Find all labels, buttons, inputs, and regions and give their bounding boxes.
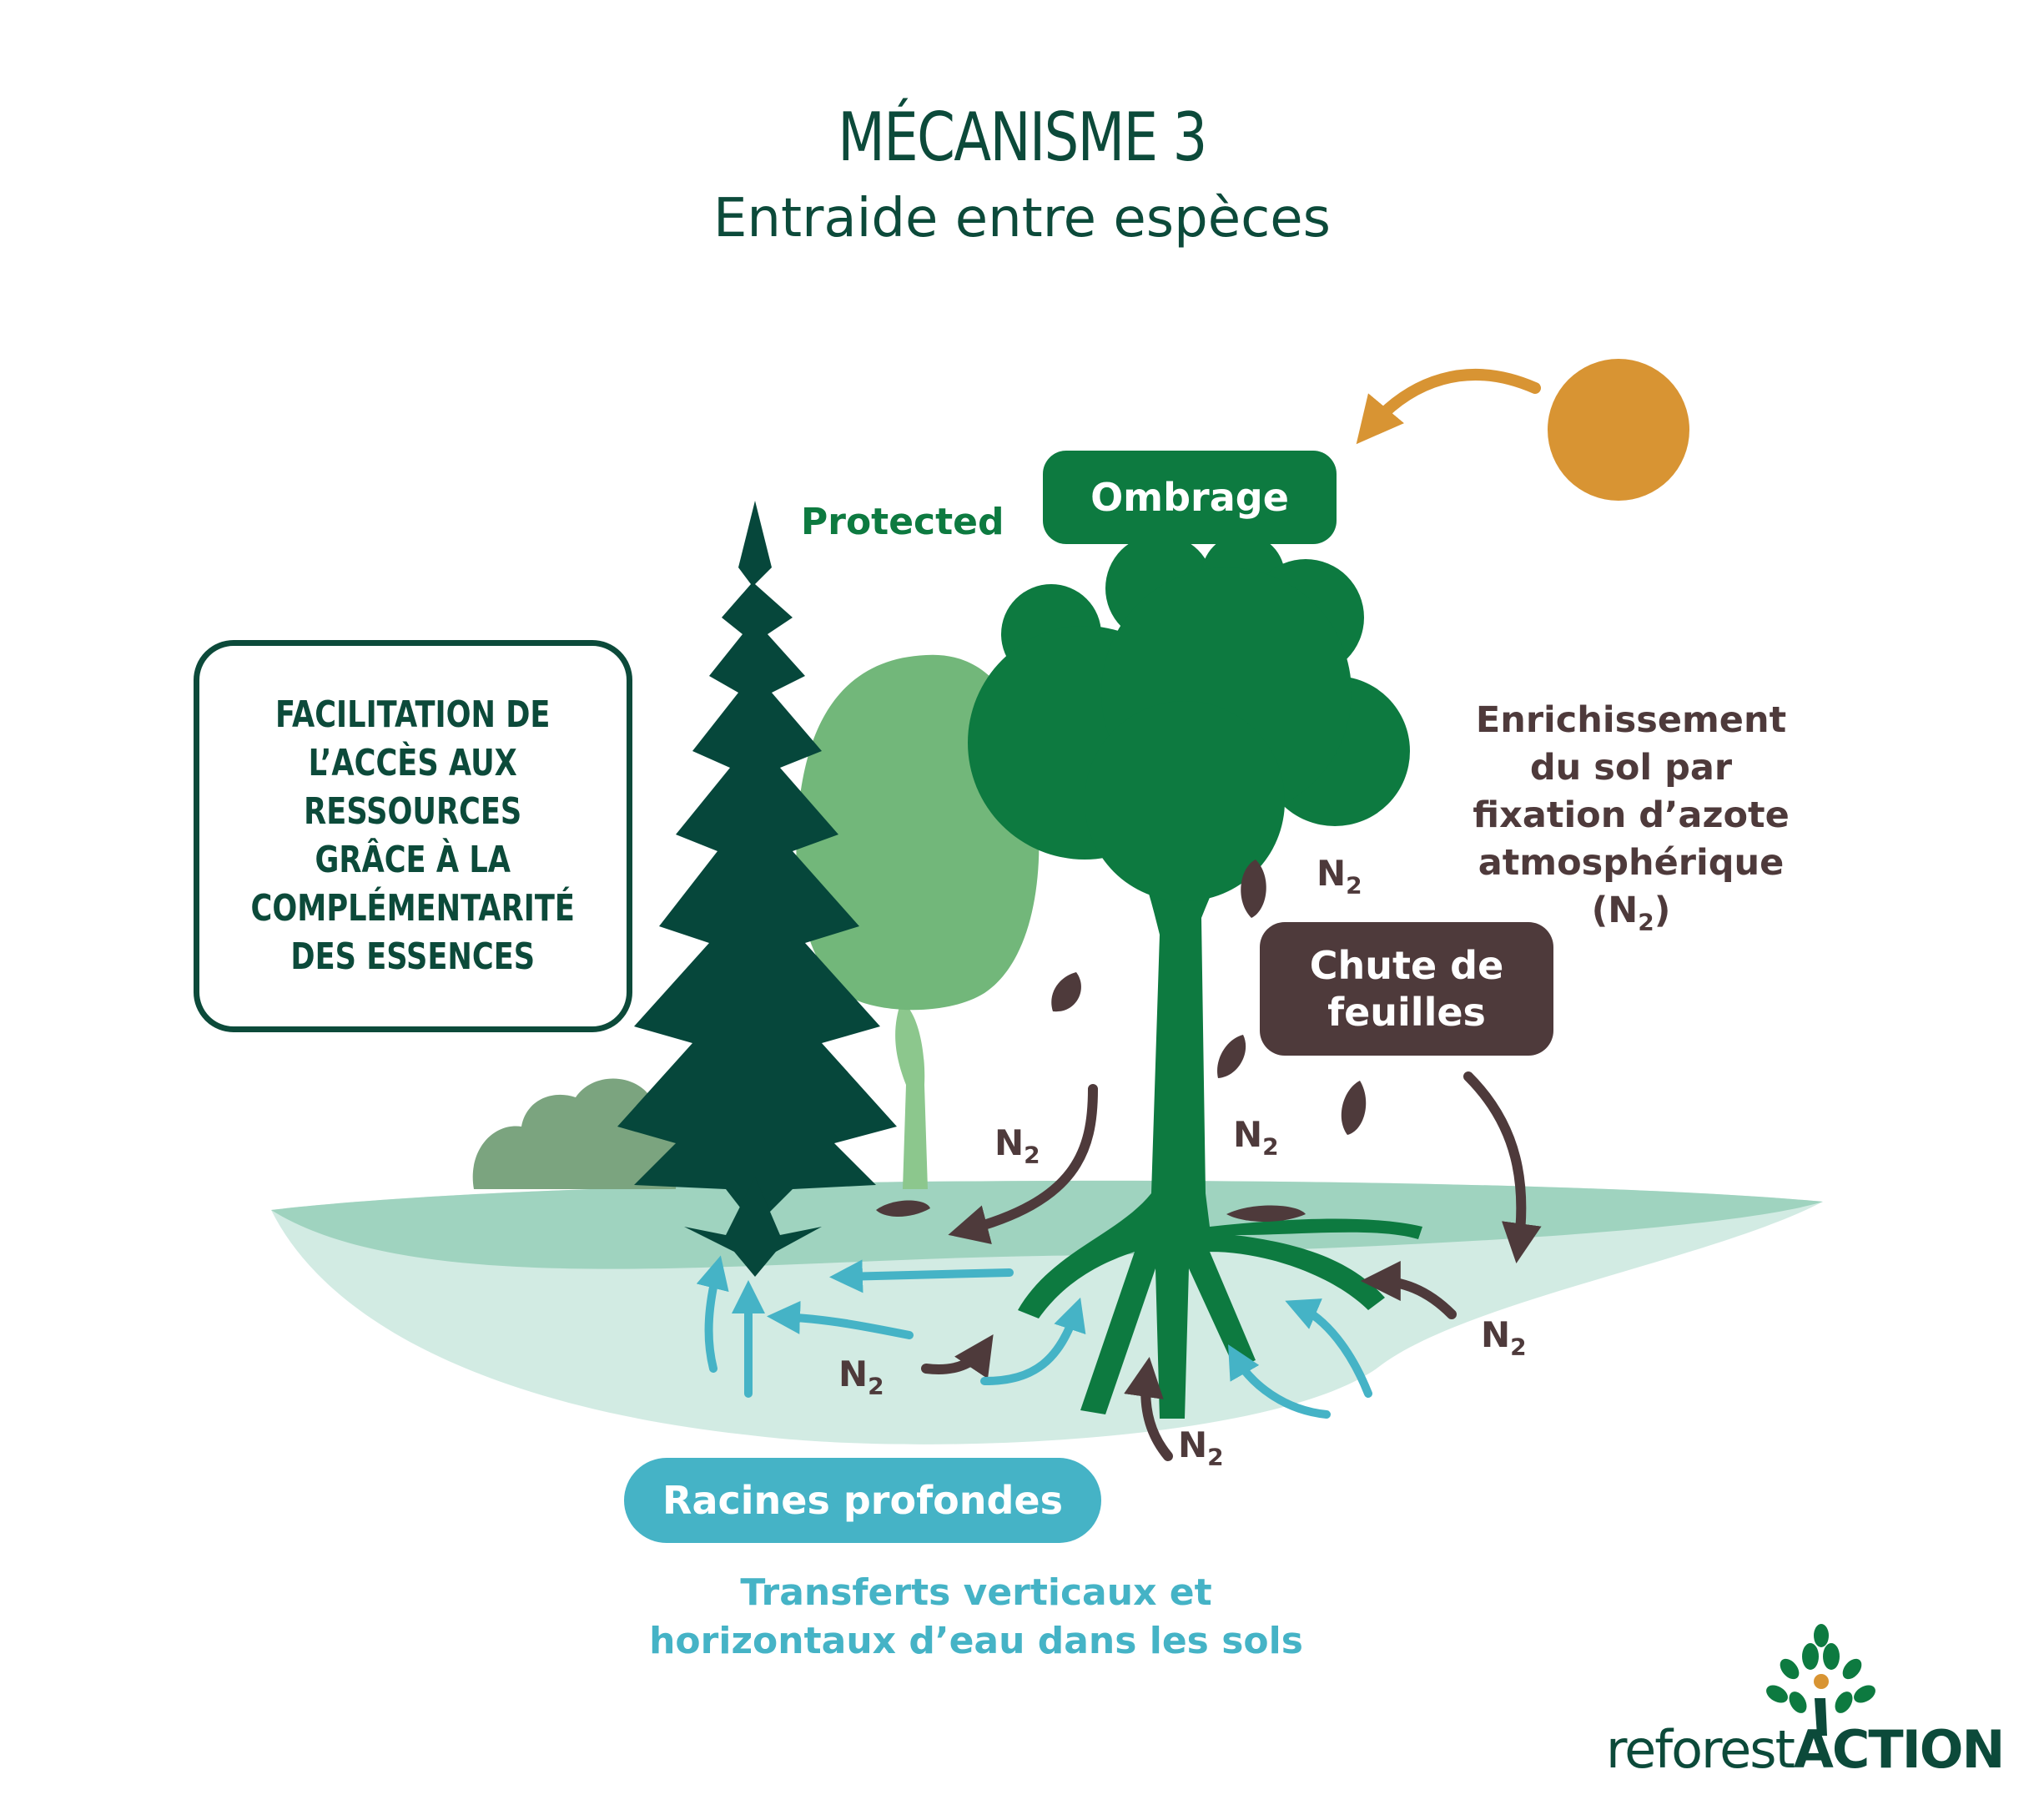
water-arrow — [696, 1255, 729, 1373]
page-title: MÉCANISME 3 — [838, 98, 1207, 176]
water-arrow — [1228, 1344, 1331, 1419]
n2-label: N2 — [838, 1354, 884, 1400]
transfer-line: Transferts verticaux et — [740, 1571, 1212, 1614]
leaf-icon — [1226, 1205, 1306, 1223]
reforestaction-logo: reforestACTION — [1606, 1719, 2005, 1780]
leaf-icon — [1341, 1081, 1367, 1135]
n2-arrow — [1463, 1071, 1542, 1264]
leaf-icon — [1241, 860, 1266, 918]
enrichment-line: du sol par — [1529, 747, 1733, 789]
water-arrow — [1285, 1298, 1372, 1398]
logo-tree-icon — [1766, 1624, 1875, 1736]
ombrage-label: Ombrage — [1043, 451, 1337, 544]
sun-icon — [1548, 359, 1689, 501]
logo-text-part2: ACTION — [1793, 1719, 2005, 1780]
ground-surface — [271, 1180, 1823, 1269]
water-arrow — [829, 1259, 1014, 1293]
enrichment-line: fixation d’azote — [1473, 794, 1790, 836]
n2-label: N2 — [1233, 1114, 1279, 1161]
leaf-icon — [1051, 972, 1081, 1012]
fir-tree-icon — [617, 501, 897, 1277]
chute-de-feuilles-label: Chute de feuilles — [1260, 922, 1553, 1056]
facilitation-box: FACILITATION DE L’ACCÈS AUX RESSOURCES G… — [194, 640, 632, 1032]
sunlight-arrow — [1356, 369, 1541, 445]
n2-arrow — [1360, 1261, 1457, 1319]
transfer-line: horizontaux d’eau dans les sols — [649, 1620, 1303, 1662]
n2-label: N2 — [1178, 1424, 1224, 1471]
enrichment-text: Enrichissement du sol par fixation d’azo… — [1410, 697, 1852, 946]
enrichment-line: atmosphérique — [1478, 842, 1785, 884]
n2-arrow — [921, 1334, 994, 1379]
page-subtitle: Entraide entre espèces — [712, 188, 1332, 250]
shrub-icon — [472, 1078, 677, 1189]
enrichment-line: Enrichissement — [1475, 699, 1787, 741]
n2-label: N2 — [1481, 1314, 1527, 1361]
n2-label: N2 — [994, 1122, 1040, 1169]
water-arrow — [980, 1297, 1086, 1385]
racines-profondes-label: Racines profondes — [624, 1458, 1101, 1543]
water-arrow — [767, 1300, 914, 1339]
facilitation-text: FACILITATION DE L’ACCÈS AUX RESSOURCES G… — [250, 693, 576, 978]
protected-label: Protected — [801, 501, 1004, 543]
n2-arrow — [948, 1084, 1098, 1244]
n2-arrow — [1124, 1356, 1173, 1461]
logo-text-part1: reforest — [1606, 1719, 1795, 1780]
leaf-icon — [876, 1200, 930, 1217]
transfer-text: Transferts verticaux et horizontaux d’ea… — [467, 1569, 1485, 1666]
leaf-icon — [1217, 1035, 1246, 1078]
oak-tree-icon — [968, 534, 1422, 1419]
enrichment-line: (N2) — [1591, 890, 1671, 936]
n2-label: N2 — [1317, 853, 1362, 900]
